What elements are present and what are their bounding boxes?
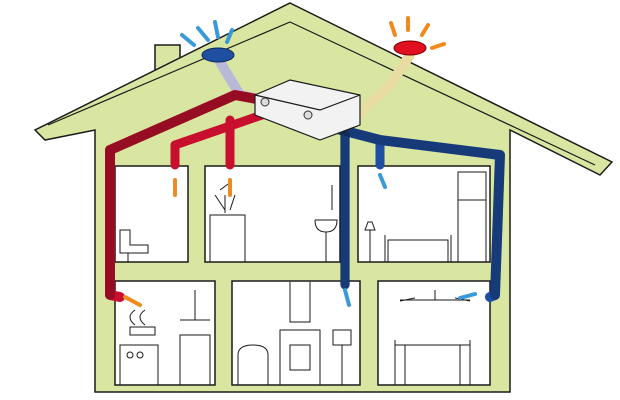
heat-recovery-unit-icon [254,79,361,141]
room-kitchen [114,280,216,386]
exhaust-duct [317,120,505,302]
room-bedroom [357,165,491,263]
room-bathroom-shower [204,165,341,263]
room-dining [377,280,491,386]
intake-vent-icon [201,47,235,63]
room-furniture-icon [119,171,487,386]
supply-duct [105,90,267,302]
room-living [231,280,361,386]
exhaust-vent-icon [393,40,427,56]
air-flow-arrow-icon [123,16,477,307]
room-bathroom-toilet [114,165,189,263]
rooms [114,165,491,386]
outlet-duct [350,50,415,123]
ducts [105,50,505,302]
